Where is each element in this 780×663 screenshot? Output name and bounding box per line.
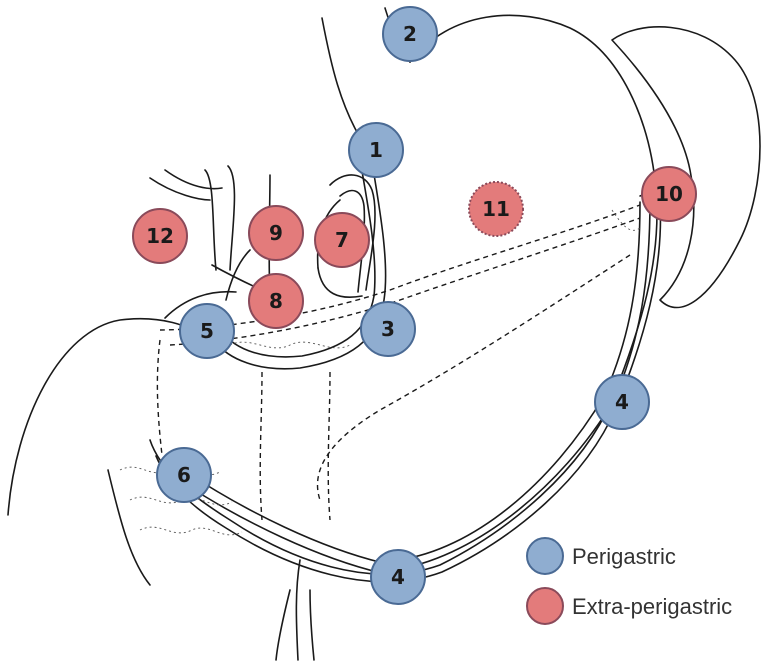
node-4b: 4 (370, 549, 426, 605)
node-9-circle (248, 205, 304, 261)
node-1-label: 1 (369, 138, 383, 162)
node-8-circle (248, 273, 304, 329)
node-4b-label: 4 (391, 565, 405, 589)
legend-perigastric-label: Perigastric (572, 544, 676, 569)
legend-extra-swatch (526, 587, 564, 625)
node-3-circle (360, 301, 416, 357)
node-8: 8 (248, 273, 304, 329)
node-4a: 4 (594, 374, 650, 430)
node-7: 7 (314, 212, 370, 268)
node-group: 1 2 3 4 4 5 6 7 (132, 6, 697, 605)
node-1: 1 (348, 122, 404, 178)
node-6-circle (156, 447, 212, 503)
node-4a-label: 4 (615, 390, 629, 414)
node-6-label: 6 (177, 463, 191, 487)
node-10-label: 10 (655, 182, 683, 206)
legend-item-perigastric: Perigastric (526, 537, 676, 575)
node-5-circle (179, 303, 235, 359)
node-7-circle (314, 212, 370, 268)
node-4b-circle (370, 549, 426, 605)
node-3-label: 3 (381, 317, 395, 341)
node-3: 3 (360, 301, 416, 357)
legend-extra-label: Extra-perigastric (572, 594, 732, 619)
node-11-label: 11 (482, 197, 510, 221)
node-11-circle (468, 181, 524, 237)
node-5: 5 (179, 303, 235, 359)
node-5-label: 5 (200, 319, 214, 343)
legend-item-extra: Extra-perigastric (526, 587, 732, 625)
node-6: 6 (156, 447, 212, 503)
node-4a-circle (594, 374, 650, 430)
node-8-label: 8 (269, 289, 283, 313)
node-10-circle (641, 166, 697, 222)
node-2-label: 2 (403, 22, 417, 46)
node-9-label: 9 (269, 221, 283, 245)
legend: Perigastric Extra-perigastric (526, 537, 732, 625)
node-1-circle (348, 122, 404, 178)
node-11: 11 (468, 181, 524, 237)
node-2-circle (382, 6, 438, 62)
node-12-circle (132, 208, 188, 264)
legend-perigastric-swatch (526, 537, 564, 575)
node-12: 12 (132, 208, 188, 264)
node-12-label: 12 (146, 224, 174, 248)
node-2: 2 (382, 6, 438, 62)
node-10: 10 (641, 166, 697, 222)
node-9: 9 (248, 205, 304, 261)
node-7-label: 7 (335, 228, 349, 252)
